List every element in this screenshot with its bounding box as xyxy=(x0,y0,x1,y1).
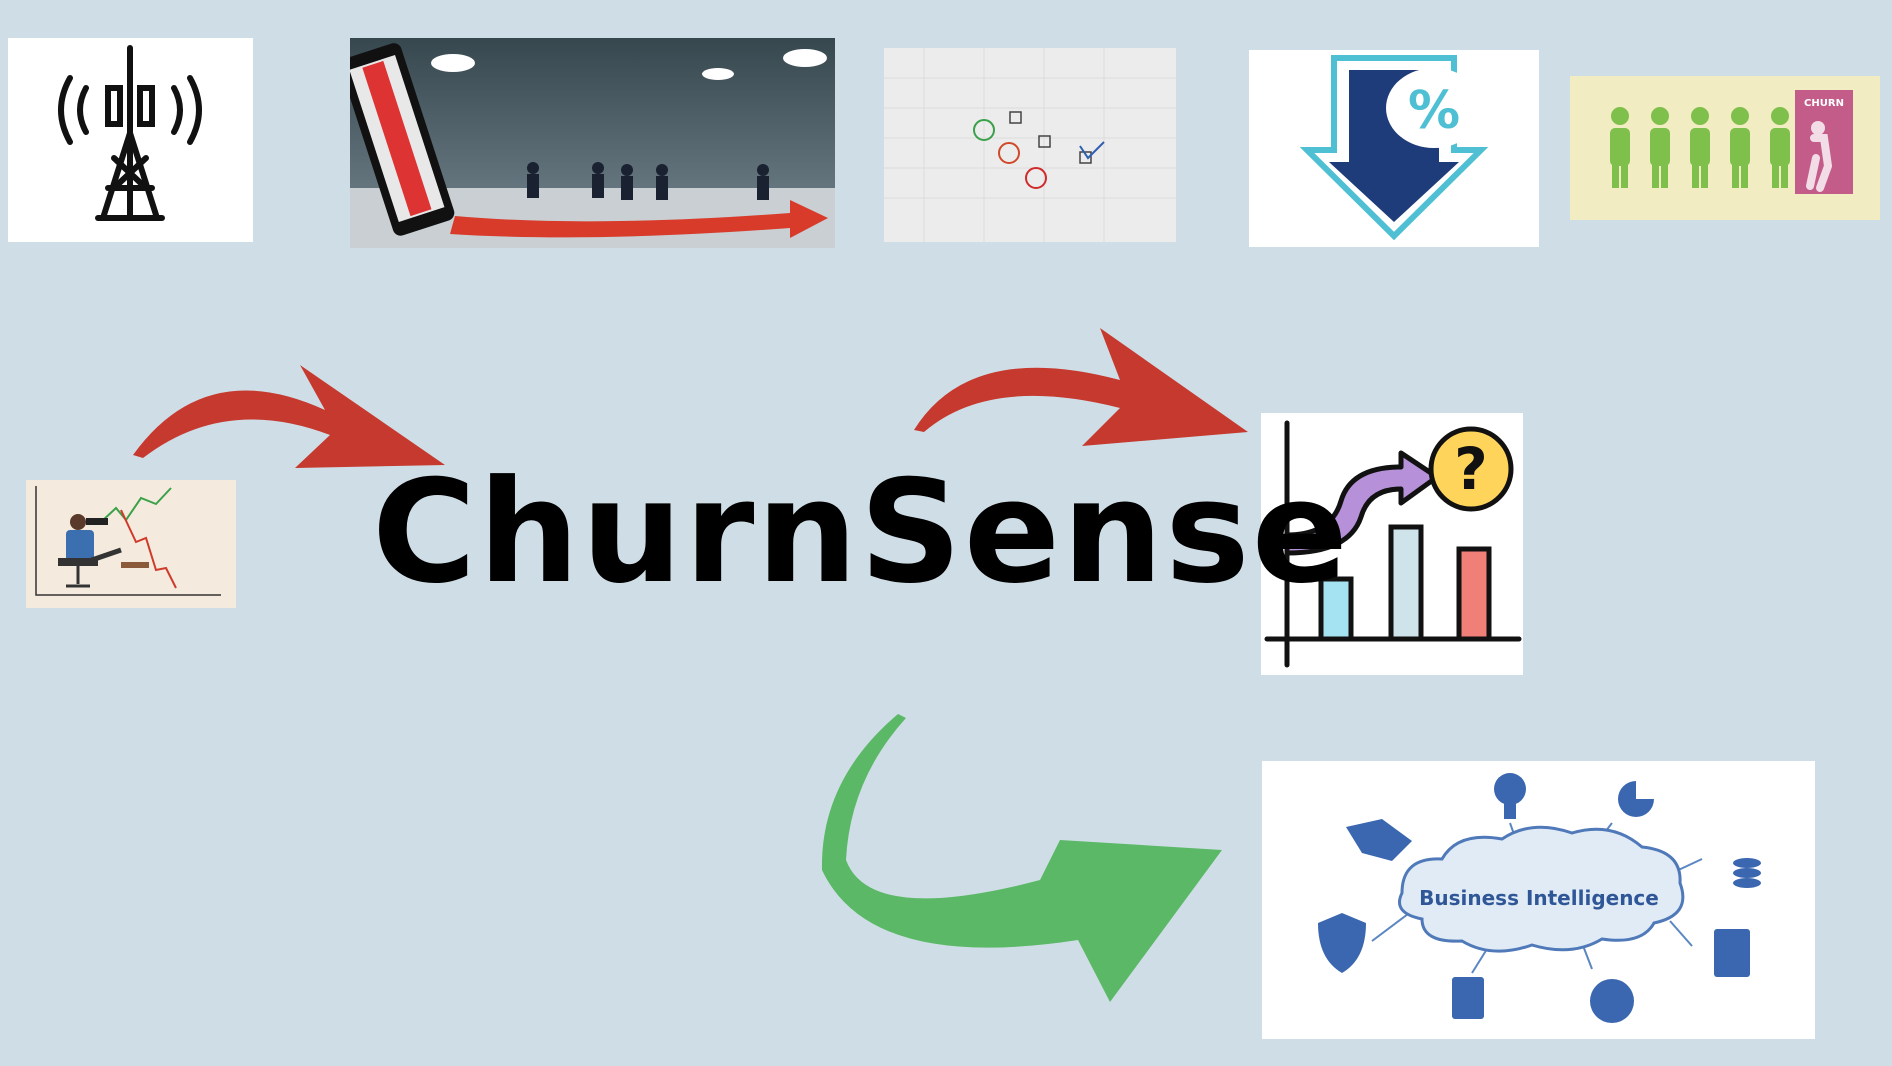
satisfaction-survey-icon xyxy=(884,48,1176,242)
analyst-tile xyxy=(26,480,236,608)
percent-symbol: % xyxy=(1408,81,1460,141)
growth-question-chart-icon: ? xyxy=(1264,420,1522,668)
growth-chart-tile: ? xyxy=(1261,413,1523,675)
bi-cloud-label: Business Intelligence xyxy=(1419,886,1659,910)
red-arrow-left xyxy=(133,365,445,468)
page-title: ChurnSense xyxy=(372,450,1351,615)
cell-tower-icon xyxy=(58,45,202,221)
business-intelligence-cloud-diagram: Business Intelligence xyxy=(1318,773,1761,1023)
discount-down-arrow-icon: % xyxy=(1299,55,1489,241)
green-arrow xyxy=(821,714,1222,1002)
discount-tile: % xyxy=(1249,50,1539,247)
churn-tile: CHURN xyxy=(1570,76,1880,220)
customer-churn-exit-icon: CHURN xyxy=(1610,90,1853,194)
analyst-watching-trend-illustration xyxy=(35,486,221,596)
question-symbol: ? xyxy=(1454,435,1488,503)
red-arrow-right xyxy=(914,328,1248,446)
cell-tower-tile xyxy=(8,38,253,242)
churn-sign-label: CHURN xyxy=(1804,98,1844,109)
race-out-of-phone-illustration xyxy=(350,43,835,248)
bi-tile: Business Intelligence xyxy=(1262,761,1815,1039)
race-tile xyxy=(350,38,835,248)
survey-tile xyxy=(884,48,1176,242)
